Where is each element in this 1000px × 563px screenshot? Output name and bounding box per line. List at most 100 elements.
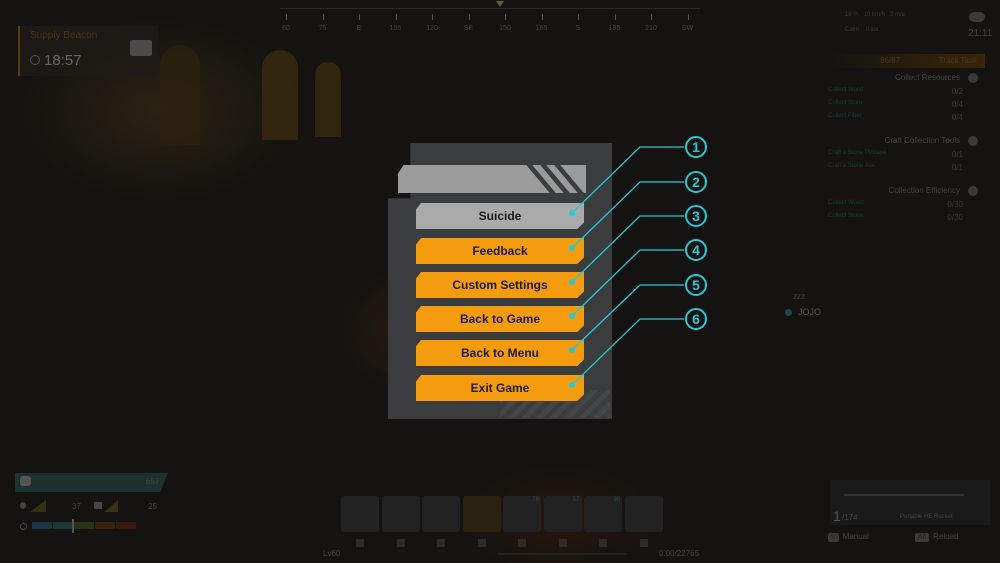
compass-label: 150: [499, 25, 511, 32]
hotbar-slot[interactable]: [422, 496, 460, 532]
track-task-button[interactable]: Track Task: [938, 56, 977, 65]
water-drop-icon: [20, 502, 26, 509]
task-progress: 86/87: [880, 56, 901, 65]
key-v: V: [828, 533, 839, 542]
hotbar-slot[interactable]: [341, 496, 379, 532]
compass-label: 105: [389, 25, 402, 32]
beacon-timer: 18:57: [44, 52, 82, 69]
hotbar-slot[interactable]: 76: [503, 496, 541, 532]
hotbar-slot[interactable]: 90: [584, 496, 622, 532]
task-globe-icon: [968, 186, 978, 196]
task-name: Collect Stone: [828, 213, 864, 219]
player-status: zzz: [793, 292, 805, 301]
water-value: 37: [72, 502, 81, 511]
wind-speed: 10 km/h: [863, 12, 886, 18]
task-row[interactable]: Collect Wood 0/30: [828, 200, 963, 209]
food-icon: [94, 502, 102, 509]
wind-gust: 3 m/s: [890, 12, 905, 18]
pause-menu-header: [398, 165, 586, 193]
compass-tick: [578, 14, 579, 20]
compass-label: 210: [645, 25, 657, 32]
compass-tick: [432, 14, 433, 20]
callout-2: 2: [685, 171, 707, 193]
task-value: 0/4: [951, 100, 963, 109]
callout-3: 3: [685, 205, 707, 227]
food-value: 25: [148, 502, 157, 511]
slot-key-icon: [356, 539, 364, 547]
callout-1: 1: [685, 136, 707, 158]
temperature: 18 %: [845, 12, 859, 18]
callout-4: 4: [685, 239, 707, 261]
slot-count: 90: [613, 497, 620, 503]
supply-beacon-panel: Supply Beacon 18:57: [18, 26, 158, 76]
xp-bar: [497, 553, 627, 555]
slot-key-icon: [396, 539, 405, 547]
weapon-panel: 1 /174 Portable HE Rocket: [830, 480, 990, 525]
temperature-gauge: [32, 522, 136, 529]
game-clock: 21:11: [968, 28, 993, 39]
heart-icon: [20, 476, 31, 486]
compass-tick: [687, 14, 689, 20]
slot-key-icon: [437, 539, 445, 547]
exit-game-button[interactable]: Exit Game: [416, 375, 584, 401]
feedback-button[interactable]: Feedback: [416, 238, 584, 264]
task-row[interactable]: Collect Stone 0/4: [828, 100, 963, 109]
slot-count: 57: [572, 497, 580, 503]
custom-settings-button[interactable]: Custom Settings: [416, 272, 584, 298]
task-header[interactable]: 86/87 Track Task: [825, 54, 985, 68]
compass-label: SW: [681, 25, 694, 32]
hotbar-slot[interactable]: [462, 496, 501, 532]
compass-label: E: [356, 25, 362, 32]
task-group-title: Collect Resources: [895, 73, 960, 82]
task-name: Collect Wood: [828, 200, 864, 206]
light-level: 0 lux: [865, 27, 879, 33]
task-name: Collect Wood: [828, 87, 864, 93]
task-value: 0/30: [947, 200, 963, 209]
suicide-button[interactable]: Suicide: [416, 203, 584, 229]
cloud-rain-icon: [969, 12, 985, 22]
slot-key-icon: [639, 539, 648, 547]
chest-icon: [130, 40, 152, 56]
hotbar-slot[interactable]: 57: [543, 496, 582, 532]
task-value: 0/4: [951, 113, 963, 122]
task-value: 0/2: [951, 87, 963, 96]
player-marker-icon: [785, 309, 792, 316]
back-to-game-button[interactable]: Back to Game: [416, 306, 584, 332]
task-value: 0/1: [951, 150, 963, 159]
temperature-indicator: [72, 519, 74, 533]
compass-tick: [651, 14, 652, 20]
beacon-title: Supply Beacon: [30, 30, 98, 41]
compass-tick: [395, 14, 397, 20]
compass-label: S: [575, 25, 581, 32]
compass-marker-icon: [496, 1, 504, 7]
compass-label: 60: [282, 25, 290, 32]
compass-tick: [468, 14, 470, 20]
task-row[interactable]: Collect Fiber 0/4: [828, 113, 963, 122]
rocket-launcher-icon: [844, 494, 964, 496]
compass-tick: [541, 14, 543, 20]
task-name: Collect Fiber: [828, 113, 862, 119]
ammo-reserve: /174: [842, 513, 858, 522]
slot-key-icon: [518, 539, 526, 547]
compass-label: 165: [535, 25, 548, 32]
compass-tick: [359, 14, 360, 20]
scene-window: [160, 45, 200, 145]
back-to-menu-button[interactable]: Back to Menu: [416, 340, 584, 366]
compass-label: 195: [608, 25, 621, 32]
weather-line-2: Calm 0 lux: [845, 27, 878, 33]
hotbar-slot[interactable]: [381, 496, 420, 532]
health-value: 657: [146, 477, 160, 486]
task-row[interactable]: Collect Wood 0/2: [828, 87, 963, 96]
callout-6: 6: [685, 308, 707, 330]
hotbar-slot[interactable]: [624, 496, 663, 532]
task-name: Craft a Stone Axe: [828, 163, 876, 169]
slot-count: 76: [532, 497, 539, 503]
compass-label: SE: [463, 25, 474, 32]
task-name: Collect Stone: [828, 100, 864, 106]
